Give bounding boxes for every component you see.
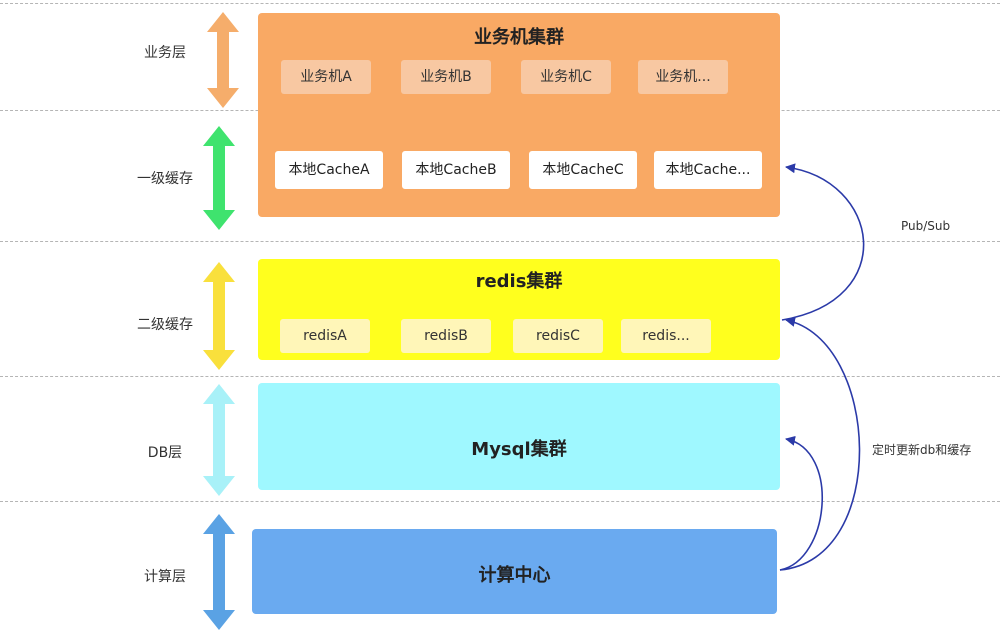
update-redis-curve xyxy=(779,317,861,571)
local-cache-b: 本地CacheB xyxy=(402,151,510,189)
mysql-cluster-title: Mysql集群 xyxy=(471,439,567,460)
redis-cluster-title: redis集群 xyxy=(475,271,563,292)
layer-divider xyxy=(0,376,1000,377)
layer-label-business: 业务层 xyxy=(144,45,186,61)
business-cluster-box: 业务机集群 业务机A 业务机B 业务机C 业务机... 本地CacheA 本地C… xyxy=(258,13,780,217)
update-label: 定时更新db和缓存 xyxy=(872,443,972,457)
redis-node-c: redisC xyxy=(513,319,603,353)
business-machine-more: 业务机... xyxy=(638,60,728,94)
layer-divider xyxy=(0,3,1000,4)
pubsub-curve xyxy=(781,163,865,321)
layer-divider xyxy=(0,501,1000,502)
db-layer-arrow-icon xyxy=(203,384,235,496)
pubsub-label: Pub/Sub xyxy=(901,219,951,233)
layer-label-l1-cache: 一级缓存 xyxy=(137,171,193,187)
business-machine-a: 业务机A xyxy=(281,60,371,94)
layer-label-db: DB层 xyxy=(147,445,183,461)
l1-cache-arrow-icon xyxy=(203,126,235,230)
business-machine-c: 业务机C xyxy=(521,60,611,94)
business-cluster-title: 业务机集群 xyxy=(474,27,564,48)
compute-center-box: 计算中心 xyxy=(252,529,777,614)
layer-label-compute: 计算层 xyxy=(144,569,186,585)
layer-label-l2-cache: 二级缓存 xyxy=(137,317,193,333)
redis-cluster-box: redis集群 redisA redisB redisC redis... xyxy=(258,259,780,360)
redis-node-more: redis... xyxy=(621,319,711,353)
redis-node-b: redisB xyxy=(401,319,491,353)
business-layer-arrow-icon xyxy=(207,12,239,108)
layer-divider xyxy=(0,241,1000,242)
local-cache-c: 本地CacheC xyxy=(529,151,637,189)
compute-center-title: 计算中心 xyxy=(478,565,551,586)
local-cache-more: 本地Cache... xyxy=(654,151,762,189)
compute-layer-arrow-icon xyxy=(203,514,235,630)
l2-cache-arrow-icon xyxy=(203,262,235,370)
update-db-curve xyxy=(779,435,824,571)
local-cache-a: 本地CacheA xyxy=(275,151,383,189)
mysql-cluster-box: Mysql集群 xyxy=(258,383,780,490)
redis-node-a: redisA xyxy=(280,319,370,353)
business-machine-b: 业务机B xyxy=(401,60,491,94)
